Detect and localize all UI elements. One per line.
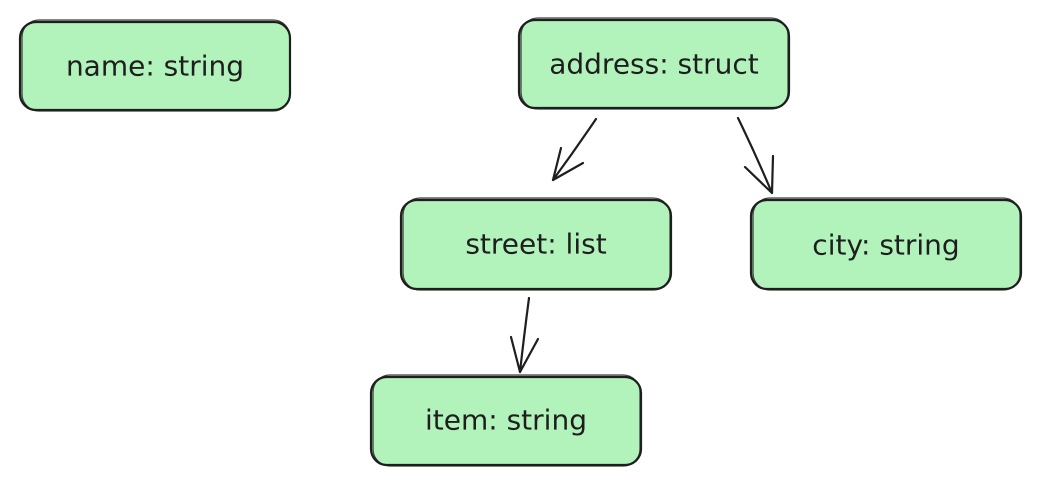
edge-street-to-item-arrowhead xyxy=(509,335,540,374)
edge-address-to-street-arrowhead xyxy=(551,146,585,182)
node-item-label: item: string xyxy=(425,404,587,437)
node-address-outline-sketch xyxy=(520,17,789,110)
edge-address-to-city-arrowhead xyxy=(743,154,775,195)
node-name[interactable]: name: string xyxy=(18,19,292,112)
node-address-label: address: struct xyxy=(549,48,759,81)
node-street[interactable]: street: list xyxy=(399,197,673,291)
edge-address-to-city xyxy=(736,116,775,195)
node-city-box xyxy=(749,198,1023,291)
node-name-outline-sketch xyxy=(21,19,291,112)
node-street-label: street: list xyxy=(465,228,606,261)
node-item-box xyxy=(369,375,643,467)
node-city-label: city: string xyxy=(812,229,959,262)
node-street-box xyxy=(399,198,673,291)
edge-street-to-item xyxy=(509,296,540,374)
node-item-outline-sketch xyxy=(372,374,641,467)
node-address[interactable]: address: struct xyxy=(517,17,791,110)
node-item[interactable]: item: string xyxy=(369,374,643,467)
node-street-outline-sketch xyxy=(402,197,671,291)
edge-address-to-street xyxy=(551,117,598,182)
edge-street-to-item-line xyxy=(518,296,531,374)
node-address-box xyxy=(517,18,791,110)
node-city[interactable]: city: string xyxy=(749,197,1023,291)
edge-address-to-city-line xyxy=(736,116,774,195)
node-name-label: name: string xyxy=(66,50,244,83)
node-city-outline-sketch xyxy=(752,197,1021,291)
edge-address-to-street-line xyxy=(551,117,598,182)
